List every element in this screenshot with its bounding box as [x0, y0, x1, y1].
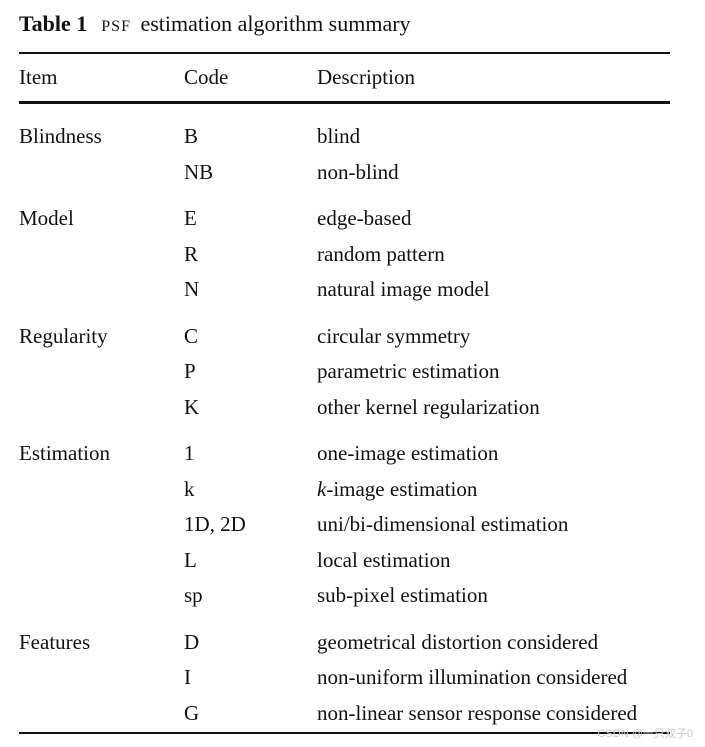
column-header-item: Item: [19, 65, 58, 89]
row-description: geometrical distortion considered: [317, 629, 599, 654]
table-row: Regularity C circular symmetry: [19, 319, 689, 355]
row-code: B: [184, 124, 199, 148]
table-row: R random pattern: [19, 237, 689, 273]
table-row: k k-image estimation: [19, 472, 689, 508]
table-number: Table 1: [19, 11, 88, 36]
row-code: C: [184, 323, 199, 348]
row-code: P: [184, 359, 196, 383]
table-row: N natural image model: [19, 272, 689, 308]
bottom-rule: [19, 732, 670, 734]
row-description-italic: k: [317, 476, 327, 501]
table-row: NB non-blind: [19, 155, 689, 191]
group-item-label: Blindness: [19, 124, 102, 148]
table-row: Features D geometrical distortion consid…: [19, 625, 689, 661]
table-row: L local estimation: [19, 543, 689, 579]
row-description: local estimation: [317, 547, 451, 572]
row-code: 1D, 2D: [184, 512, 246, 536]
table-row: K other kernel regularization: [19, 390, 689, 426]
table-row: G non-linear sensor response considered: [19, 696, 689, 732]
row-description: random pattern: [317, 241, 445, 266]
table-group-blindness: Blindness B blind NB non-blind: [19, 119, 689, 190]
row-description: non-linear sensor response considered: [317, 700, 638, 725]
row-description: natural image model: [317, 277, 490, 301]
table-row: Model E edge-based: [19, 201, 689, 237]
row-description: circular symmetry: [317, 323, 471, 348]
table-group-model: Model E edge-based R random pattern N na…: [19, 201, 689, 308]
column-header-description: Description: [317, 65, 415, 89]
row-code: E: [184, 206, 197, 230]
row-code: G: [184, 700, 200, 725]
table-header-row: Item Code Description: [19, 62, 679, 92]
row-code: sp: [184, 583, 203, 607]
row-code: k: [184, 476, 195, 501]
row-description: other kernel regularization: [317, 394, 540, 419]
table-row: 1D, 2D uni/bi-dimensional estimation: [19, 507, 689, 543]
row-description: sub-pixel estimation: [317, 583, 488, 607]
row-code: D: [184, 629, 200, 654]
table-row: Estimation 1 one-image estimation: [19, 436, 689, 472]
column-header-code: Code: [184, 65, 229, 89]
header-rule: [19, 101, 670, 104]
table-group-regularity: Regularity C circular symmetry P paramet…: [19, 319, 689, 426]
table-row: P parametric estimation: [19, 354, 689, 390]
table-row: I non-uniform illumination considered: [19, 660, 689, 696]
group-item-label: Features: [19, 629, 91, 654]
table-body: Blindness B blind NB non-blind Model E e…: [19, 119, 689, 731]
row-description: uni/bi-dimensional estimation: [317, 512, 569, 536]
table-group-features: Features D geometrical distortion consid…: [19, 625, 689, 732]
row-description: non-uniform illumination considered: [317, 665, 628, 689]
top-rule: [19, 52, 670, 54]
row-description: k-image estimation: [317, 472, 477, 507]
table-caption: Table 1 PSF estimation algorithm summary: [19, 10, 411, 41]
row-code: I: [184, 665, 191, 689]
row-code: NB: [184, 159, 214, 184]
row-description: parametric estimation: [317, 359, 500, 383]
watermark-text: CSDN @一只双子0: [597, 728, 693, 740]
row-code: L: [184, 547, 197, 572]
group-item-label: Regularity: [19, 323, 108, 348]
row-description: one-image estimation: [317, 441, 499, 465]
caption-abbreviation: PSF: [101, 18, 131, 35]
row-description-rest: -image estimation: [326, 476, 478, 501]
row-code: K: [184, 394, 200, 419]
caption-title: estimation algorithm summary: [140, 11, 411, 36]
row-code: N: [184, 277, 200, 301]
table-row: Blindness B blind: [19, 119, 689, 155]
row-code: R: [184, 241, 199, 266]
row-description: non-blind: [317, 159, 399, 184]
row-description: edge-based: [317, 206, 412, 230]
group-item-label: Model: [19, 206, 74, 230]
row-description: blind: [317, 124, 361, 148]
group-item-label: Estimation: [19, 441, 110, 465]
table-row: sp sub-pixel estimation: [19, 578, 689, 614]
table-group-estimation: Estimation 1 one-image estimation k k-im…: [19, 436, 689, 614]
row-code: 1: [184, 441, 195, 465]
